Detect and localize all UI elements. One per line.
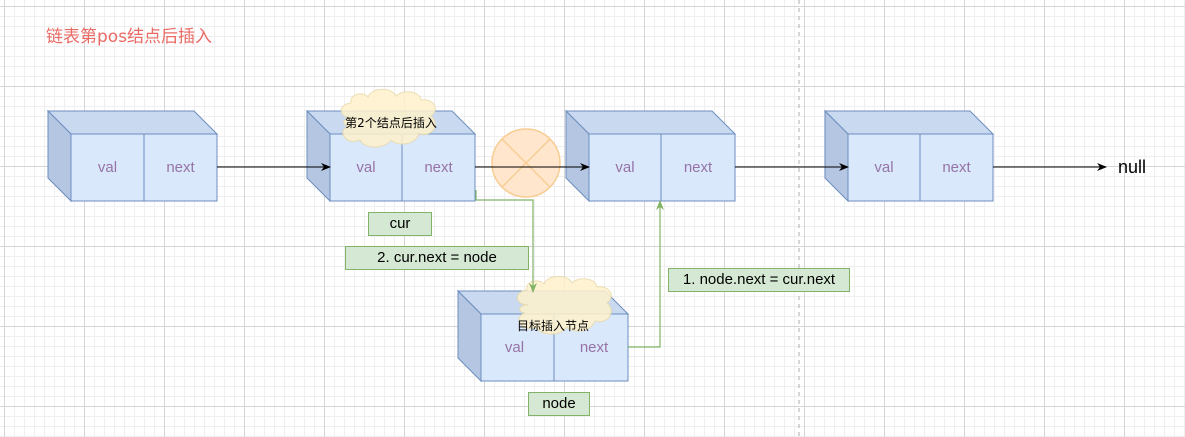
node-4-val-label: val [874,159,894,176]
cloud-shape-new-node [516,275,612,335]
node-2-val-label: val [356,159,376,176]
node-1-val-label: val [97,159,118,176]
node-4-next-label: next [942,159,971,176]
new-node-cloud-label: 目标插入节点 [516,319,590,333]
new-node-val-label: val [504,339,525,356]
arrow-node-to-next [628,200,664,348]
step-1-tag: 1. node.next = cur.next [668,268,850,292]
null-label: null [1118,157,1147,177]
list-node-4 [823,109,995,203]
broken-link-x-icon [491,128,561,198]
node-3-val-label: val [615,159,635,176]
node-2-next-label: next [424,159,453,176]
diagram-title: 链表第pos结点后插入 [46,27,213,47]
list-node-3 [564,109,737,203]
arrow-cur-to-node [475,190,537,293]
node-3-next-label: next [683,159,713,176]
cloud-shape-node-2 [340,88,436,148]
node-1-next-label: next [166,159,195,176]
cur-tag: cur [368,212,432,236]
node-tag: node [528,392,590,416]
node-2-cloud-label: 第2个结点后插入 [345,116,437,130]
new-node-next-label: next [579,339,609,356]
step-2-tag: 2. cur.next = node [345,246,529,270]
list-node-1 [46,109,219,203]
